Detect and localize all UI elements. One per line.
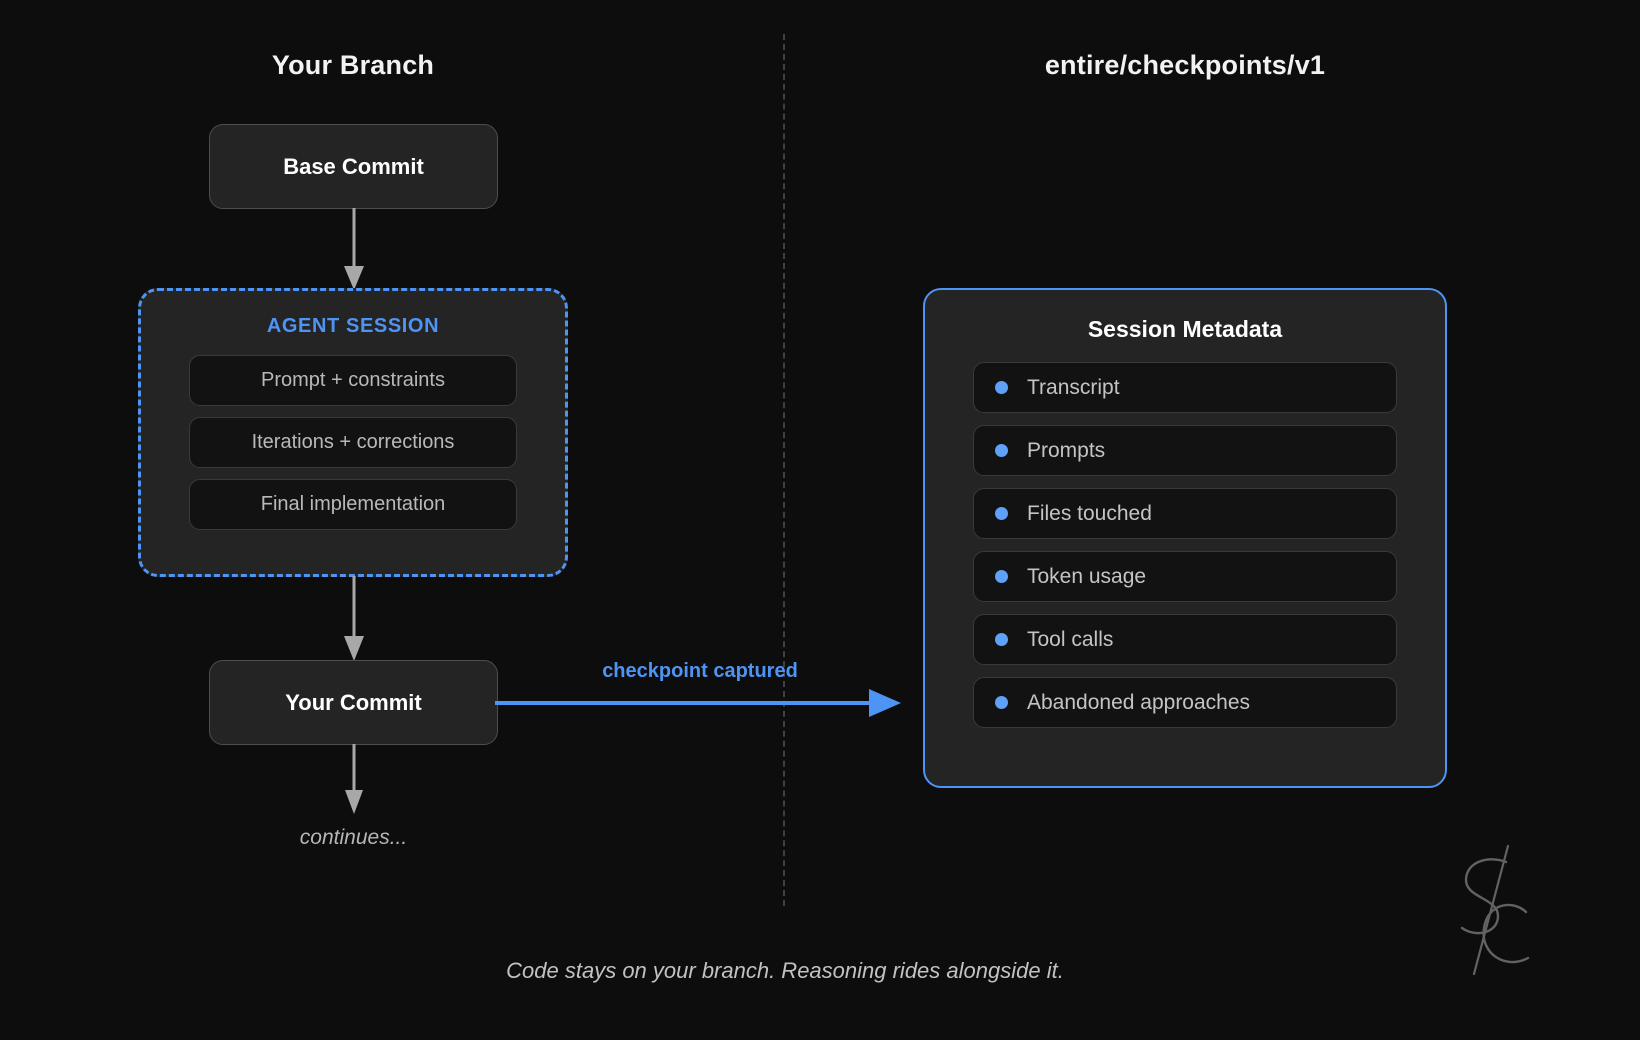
bullet-dot-icon — [995, 570, 1008, 583]
metadata-item-label: Tool calls — [1027, 627, 1114, 651]
agent-session-panel: AGENT SESSION Prompt + constraints Itera… — [138, 288, 568, 577]
metadata-item-tool-calls[interactable]: Tool calls — [973, 614, 1397, 665]
metadata-item-files-touched[interactable]: Files touched — [973, 488, 1397, 539]
metadata-item-label: Token usage — [1027, 564, 1147, 588]
checkpoint-captured-label: checkpoint captured — [602, 660, 798, 682]
node-base-commit-label: Base Commit — [283, 153, 424, 179]
column-title-checkpoints-repo: entire/checkpoints/v1 — [1044, 50, 1326, 80]
footer-caption: Code stays on your branch. Reasoning rid… — [506, 958, 1064, 983]
arrow-base-to-session-icon — [344, 208, 364, 290]
arrow-session-to-commit-icon — [344, 576, 364, 661]
metadata-item-label: Prompts — [1027, 438, 1106, 462]
column-title-your-branch: Your Branch — [271, 50, 435, 80]
agent-session-item[interactable]: Iterations + corrections — [189, 417, 517, 468]
agent-session-item-label: Final implementation — [260, 493, 446, 515]
node-your-commit-label: Your Commit — [285, 689, 422, 715]
session-metadata-panel: Session Metadata Transcript Prompts File… — [923, 288, 1447, 788]
node-base-commit[interactable]: Base Commit — [209, 124, 498, 209]
metadata-item-abandoned-approaches[interactable]: Abandoned approaches — [973, 677, 1397, 728]
bullet-dot-icon — [995, 381, 1008, 394]
agent-session-item[interactable]: Prompt + constraints — [189, 355, 517, 406]
agent-session-item[interactable]: Final implementation — [189, 479, 517, 530]
continues-label: continues... — [299, 826, 408, 849]
metadata-item-label: Abandoned approaches — [1027, 690, 1251, 714]
agent-session-item-label: Iterations + corrections — [251, 431, 455, 453]
session-metadata-list: Transcript Prompts Files touched Token u… — [973, 362, 1397, 728]
metadata-item-transcript[interactable]: Transcript — [973, 362, 1397, 413]
checkpoint-arrow-icon — [495, 689, 901, 717]
bullet-dot-icon — [995, 507, 1008, 520]
session-metadata-title: Session Metadata — [1087, 316, 1283, 342]
agent-session-item-label: Prompt + constraints — [261, 369, 445, 391]
metadata-item-label: Files touched — [1027, 501, 1152, 525]
agent-session-list: Prompt + constraints Iterations + correc… — [189, 355, 517, 530]
node-your-commit[interactable]: Your Commit — [209, 660, 498, 745]
bullet-dot-icon — [995, 444, 1008, 457]
metadata-item-prompts[interactable]: Prompts — [973, 425, 1397, 476]
metadata-item-token-usage[interactable]: Token usage — [973, 551, 1397, 602]
signature-monogram-icon — [1460, 844, 1530, 976]
metadata-item-label: Transcript — [1027, 375, 1120, 399]
bullet-dot-icon — [995, 696, 1008, 709]
arrow-commit-to-continues-icon — [345, 744, 363, 814]
column-divider — [783, 34, 785, 906]
bullet-dot-icon — [995, 633, 1008, 646]
agent-session-title: AGENT SESSION — [266, 315, 440, 337]
